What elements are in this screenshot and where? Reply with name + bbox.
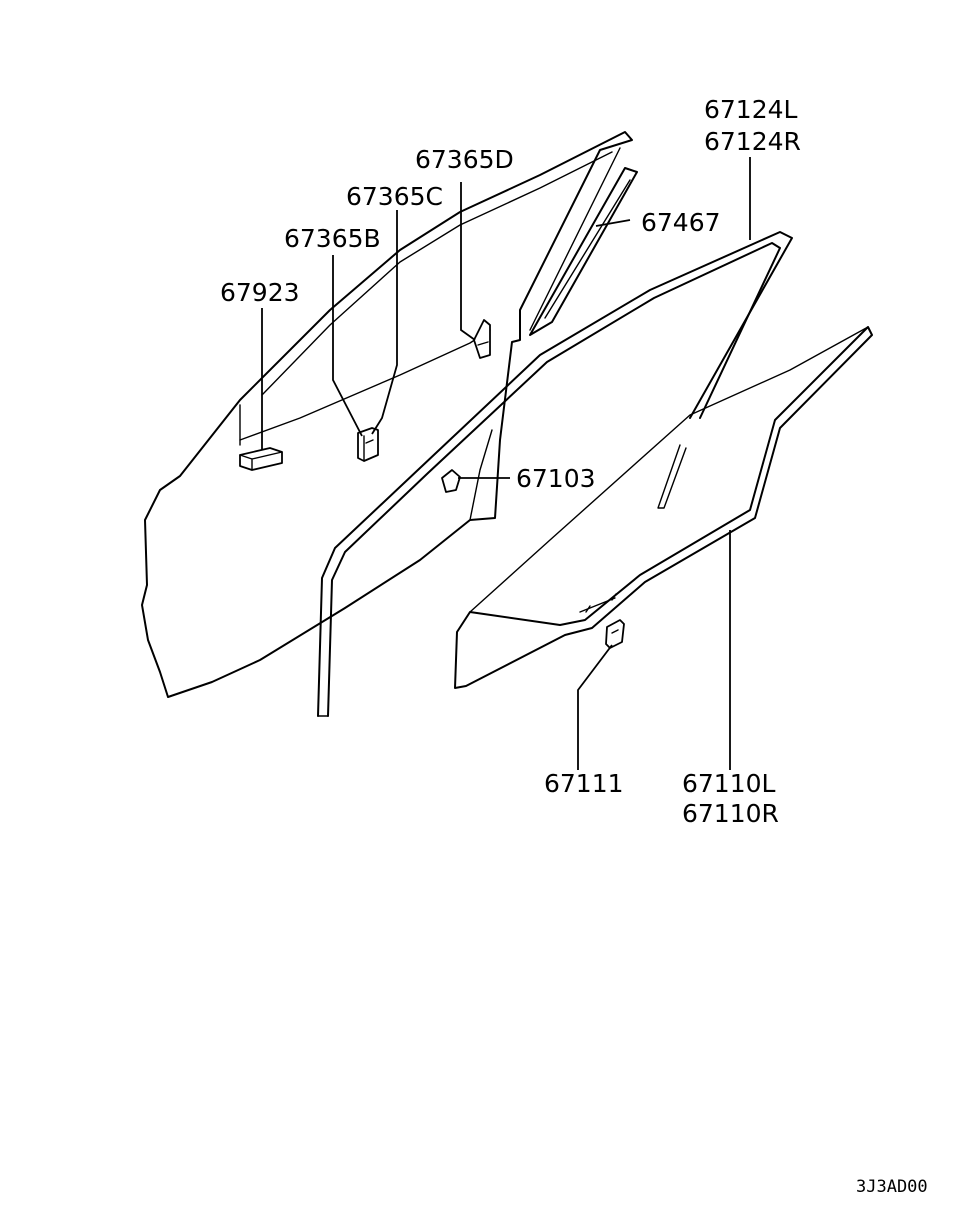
diagram-code: 3J3AD00 (856, 1177, 928, 1197)
label-67124L: 67124L (704, 95, 798, 124)
label-67467: 67467 (641, 208, 721, 237)
part-67103 (441, 469, 461, 493)
delta-sash-channel (529, 167, 638, 336)
part-67923 (239, 447, 283, 471)
label-67124R: 67124R (704, 127, 801, 156)
leader-lines (261, 157, 751, 770)
label-67365B: 67365B (284, 224, 381, 253)
label-67110L: 67110L (682, 769, 776, 798)
glass-run-weatherstrip (317, 231, 793, 717)
label-67103: 67103 (516, 464, 596, 493)
part-67365B (357, 427, 379, 462)
label-67110R: 67110R (682, 799, 779, 828)
door-panel (141, 131, 633, 698)
label-67923: 67923 (220, 278, 300, 307)
part-67365D (473, 319, 491, 359)
label-67365C: 67365C (346, 182, 443, 211)
label-67365D: 67365D (415, 145, 514, 174)
door-window-glass (454, 326, 873, 689)
part-67111 (605, 619, 625, 649)
label-67111: 67111 (544, 769, 624, 798)
